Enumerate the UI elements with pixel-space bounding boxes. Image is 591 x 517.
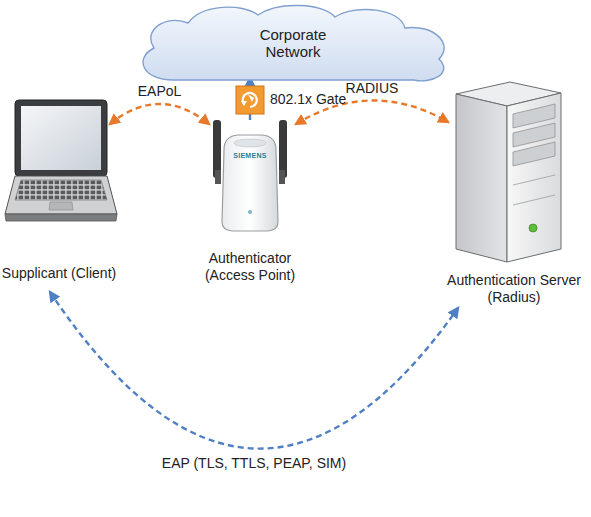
device-node: Authentication Server (Radius)	[440, 78, 588, 306]
dashed-connector	[110, 104, 209, 124]
gate-icon	[235, 85, 265, 115]
connector-label: EAP (TLS, TTLS, PEAP, SIM)	[159, 455, 349, 472]
connector-label: RADIUS	[346, 80, 399, 97]
device-caption: Authentication Server (Radius)	[440, 272, 588, 306]
brand-logo: SIEMENS	[233, 152, 267, 159]
cloud-label: Corporate Network	[248, 26, 338, 60]
connector-label: 802.1x Gate	[270, 91, 346, 108]
laptop-illustration	[5, 100, 117, 221]
access-point-illustration	[213, 120, 287, 231]
network-cloud: Corporate Network	[128, 2, 458, 84]
server-illustration	[456, 82, 561, 262]
device-node: Supplicant (Client)	[0, 92, 118, 282]
connector-label: EAPoL	[138, 83, 182, 100]
device-node: Authenticator (Access Point)	[195, 118, 305, 284]
device-caption: Authenticator (Access Point)	[195, 250, 305, 284]
device-caption: Supplicant (Client)	[2, 265, 116, 282]
dashed-connector	[50, 292, 458, 449]
